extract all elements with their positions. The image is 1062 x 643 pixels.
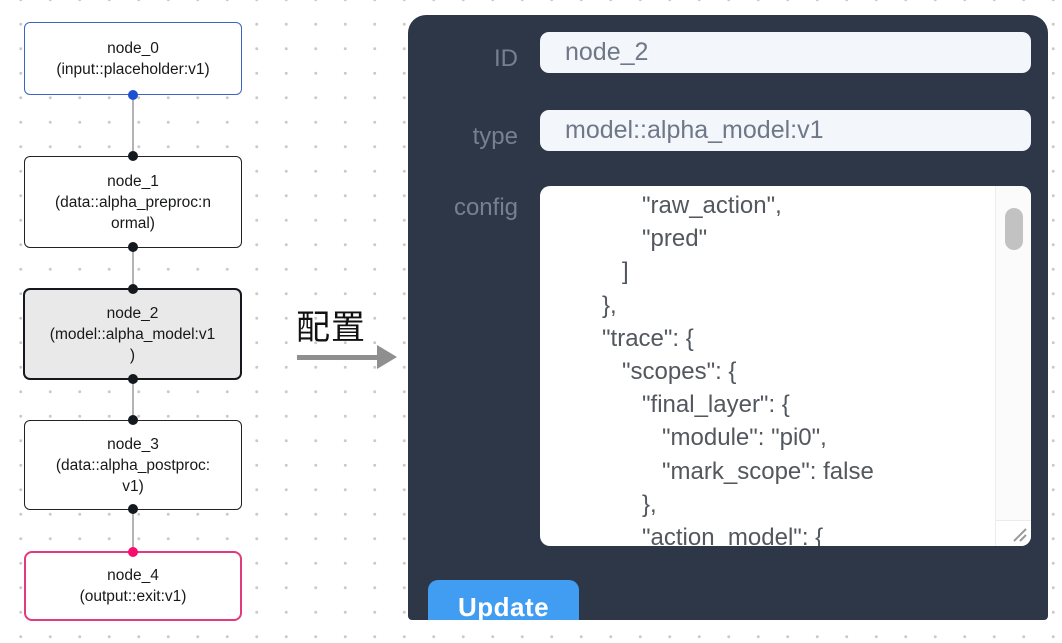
handle-node0-bottom[interactable] xyxy=(128,90,138,100)
node-subtitle: (data::alpha_postproc: v1) xyxy=(55,456,211,495)
edge-node2-node3 xyxy=(131,379,134,421)
handle-node2-top[interactable] xyxy=(128,284,138,294)
node-config-panel: ID type config "raw_action", "pred" ] },… xyxy=(408,15,1048,620)
node-title: node_3 xyxy=(107,435,159,453)
handle-node3-bottom[interactable] xyxy=(128,504,138,514)
node-subtitle: (data::alpha_preproc:n ormal) xyxy=(55,193,211,232)
right-arrow-icon xyxy=(297,345,397,369)
id-field-label: ID xyxy=(494,45,518,72)
type-input[interactable] xyxy=(540,110,1031,151)
config-field-label: config xyxy=(453,194,518,221)
flow-node-node_3[interactable]: node_3 (data::alpha_postproc: v1) xyxy=(24,420,242,510)
node-title: node_4 xyxy=(107,567,159,584)
textarea-resize-handle[interactable] xyxy=(995,520,1031,546)
update-button[interactable]: Update xyxy=(428,580,579,620)
type-field-label: type xyxy=(472,123,518,150)
handle-node2-bottom[interactable] xyxy=(128,374,138,384)
config-textarea[interactable]: "raw_action", "pred" ] }, "trace": { "sc… xyxy=(540,186,1031,546)
flow-node-node_0[interactable]: node_0 (input::placeholder:v1) xyxy=(24,22,242,95)
config-scrollbar[interactable] xyxy=(995,186,1031,520)
handle-node4-top[interactable] xyxy=(128,547,138,557)
flow-node-node_1[interactable]: node_1 (data::alpha_preproc:n ormal) xyxy=(24,156,242,248)
flow-node-node_4[interactable]: node_4 (output::exit:v1) xyxy=(24,551,242,621)
config-json-text[interactable]: "raw_action", "pred" ] }, "trace": { "sc… xyxy=(602,192,874,546)
node-subtitle: (model::alpha_model:v1 ) xyxy=(49,325,216,364)
node-subtitle: (input::placeholder:v1) xyxy=(56,60,210,78)
node-title: node_1 xyxy=(107,172,159,190)
config-annotation-label: 配置 xyxy=(296,309,366,347)
handle-node1-top[interactable] xyxy=(128,151,138,161)
node-title: node_0 xyxy=(107,39,159,57)
edge-node3-node4 xyxy=(131,509,134,553)
id-input[interactable] xyxy=(540,32,1031,73)
config-annotation: 配置 xyxy=(296,300,402,369)
flow-node-node_2-selected[interactable]: node_2 (model::alpha_model:v1 ) xyxy=(23,288,242,380)
node-subtitle: (output::exit:v1) xyxy=(79,588,187,605)
config-scrollbar-thumb[interactable] xyxy=(1005,208,1023,250)
node-title: node_2 xyxy=(106,304,159,322)
edge-node0-node1 xyxy=(131,95,134,157)
handle-node3-top[interactable] xyxy=(128,415,138,425)
handle-node1-bottom[interactable] xyxy=(128,242,138,252)
edge-node1-node2 xyxy=(131,247,134,289)
